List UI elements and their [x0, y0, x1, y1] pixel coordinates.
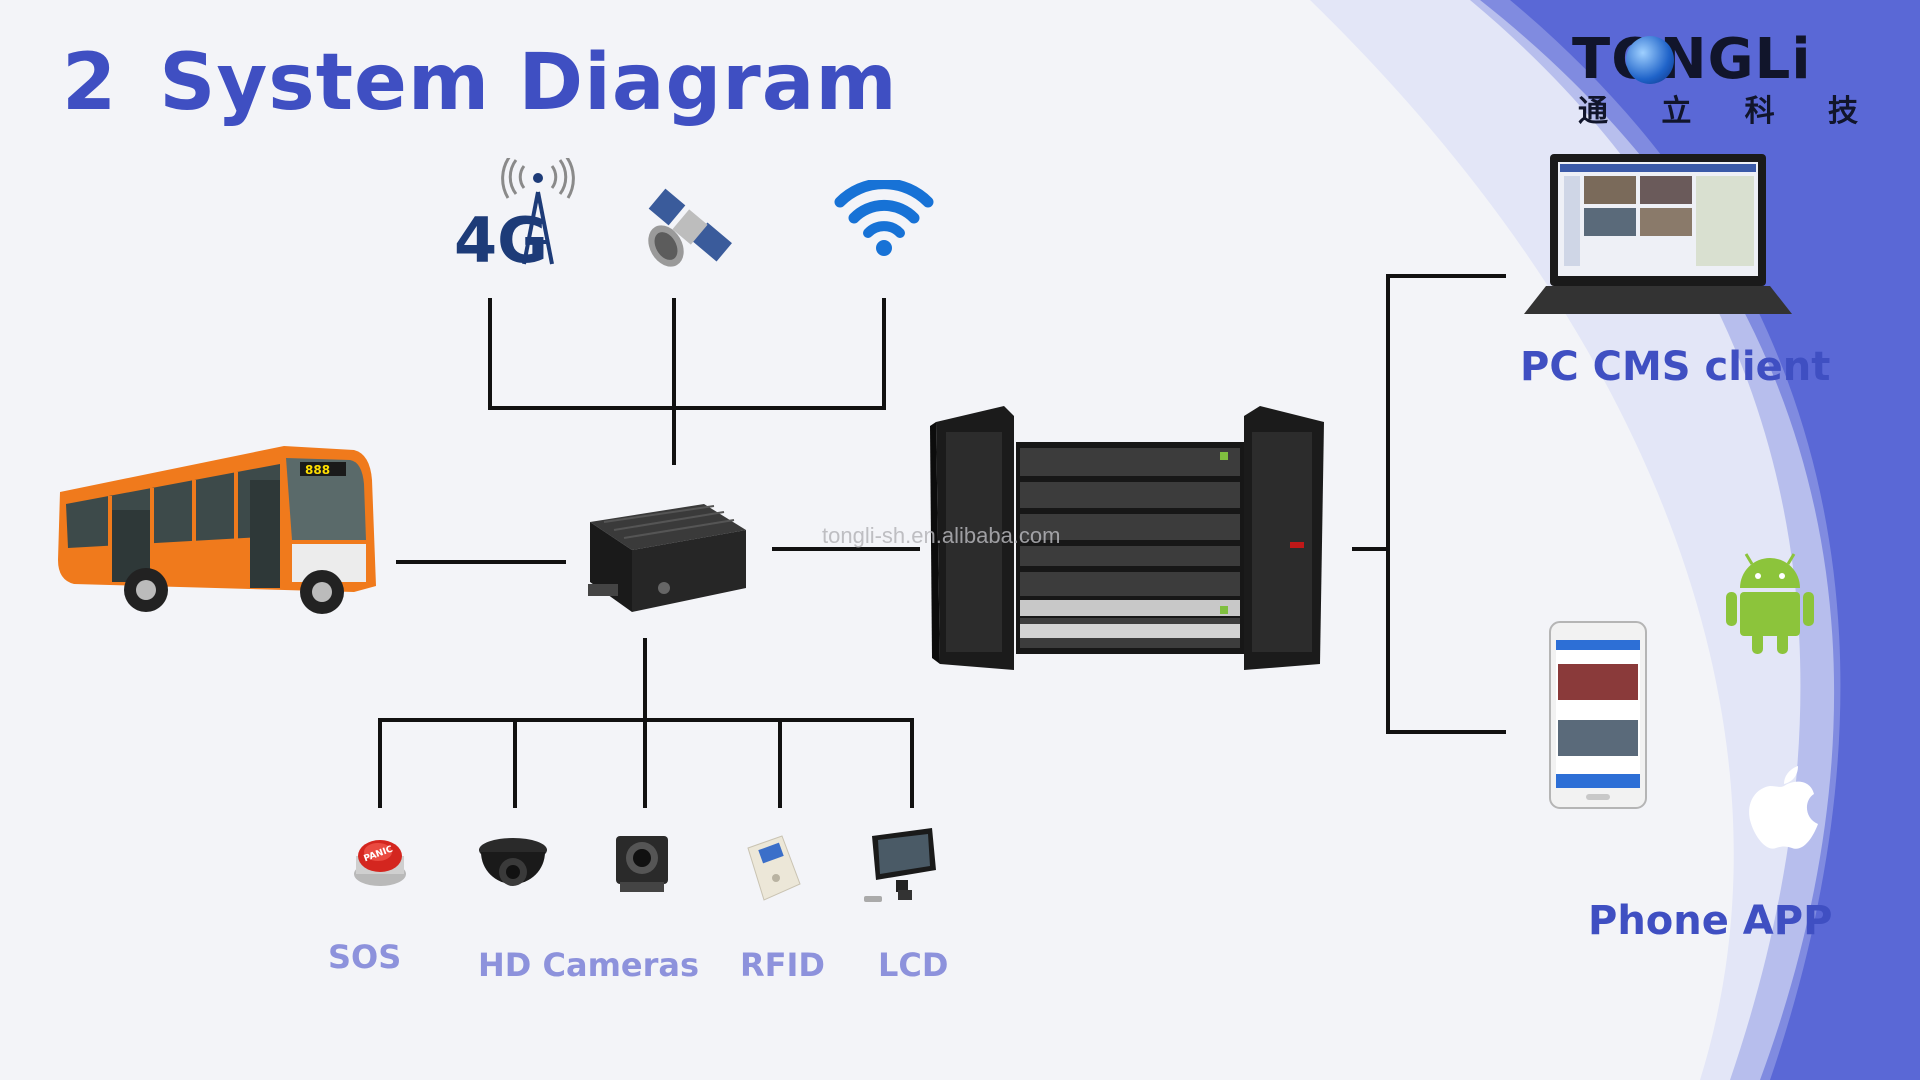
tongli-logo: TONGLi 通 立 科 技	[1572, 27, 1862, 130]
mini-camera-icon	[616, 836, 668, 892]
title-text: System Diagram	[159, 38, 898, 128]
hd-cameras-label: HD Cameras	[478, 946, 700, 984]
pc-cms-client-label: PC CMS client	[1520, 344, 1831, 390]
lcd-label: LCD	[878, 946, 949, 984]
dome-camera-icon	[479, 838, 547, 886]
page-title: 2 System Diagram	[62, 38, 898, 128]
logo-char: 科	[1744, 94, 1775, 129]
watermark: tongli-sh.en.alibaba.com	[822, 523, 1061, 548]
rfid-label: RFID	[740, 946, 825, 984]
section-number: 2	[62, 38, 118, 128]
phone-app-label: Phone APP	[1588, 898, 1833, 944]
lcd-monitor-icon	[864, 828, 936, 902]
wifi-icon	[834, 180, 934, 256]
globe-icon	[1626, 36, 1674, 84]
rfid-reader-icon	[747, 835, 801, 901]
logo-wordmark: TONGLi	[1572, 27, 1812, 92]
bus-icon: 888	[58, 446, 376, 614]
bus-destination-display: 888	[305, 463, 330, 477]
logo-char: 通	[1578, 94, 1608, 129]
logo-chinese: 通 立 科 技	[1578, 86, 1858, 130]
phone-icon	[1549, 621, 1647, 809]
logo-char: 立	[1661, 94, 1692, 129]
panic-button-icon: PANIC	[354, 840, 406, 886]
mobile-dvr-icon	[588, 504, 746, 612]
apple-icon	[1749, 766, 1818, 849]
satellite-icon	[648, 188, 732, 267]
4g-tower-icon: 4G	[454, 158, 575, 270]
logo-char: 技	[1827, 94, 1858, 129]
android-icon	[1726, 553, 1814, 654]
laptop-icon	[1524, 154, 1792, 314]
server-rack-icon	[930, 406, 1324, 670]
sos-label: SOS	[328, 938, 402, 976]
